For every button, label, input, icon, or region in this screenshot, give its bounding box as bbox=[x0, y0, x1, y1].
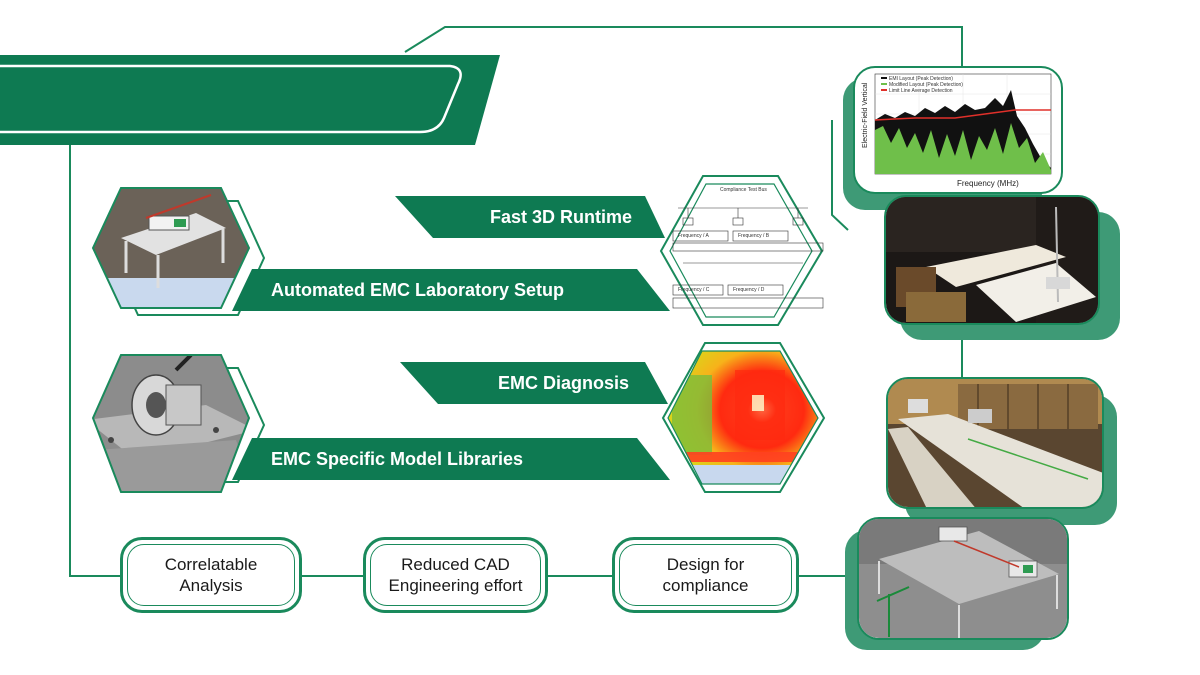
emc-laboratory-photo bbox=[888, 379, 1102, 507]
reduced-cad-effort-pill: Reduced CAD Engineering effort bbox=[363, 537, 548, 613]
lab-photo-card bbox=[886, 377, 1104, 509]
schematic-icon: Compliance Test Bus Frequency / A Freque… bbox=[659, 175, 824, 326]
header-banner bbox=[0, 55, 500, 145]
bench-3d-model bbox=[859, 519, 1067, 638]
schematic-box-2: Frequency / B bbox=[738, 233, 770, 239]
anechoic-chamber-photo bbox=[886, 197, 1098, 323]
correlatable-analysis-label: Correlatable Analysis bbox=[164, 555, 258, 595]
legend-limit: Limit Line Average Detection bbox=[889, 88, 953, 94]
motor-fixture-model-icon bbox=[91, 354, 266, 493]
automated-lab-setup-banner bbox=[232, 269, 670, 311]
automated-lab-setup-label: Automated EMC Laboratory Setup bbox=[271, 280, 565, 300]
schematic-box-1: Frequency / A bbox=[678, 233, 710, 239]
emc-diagnosis-label: EMC Diagnosis bbox=[498, 373, 630, 393]
bench-model-card bbox=[857, 517, 1069, 640]
chart-y-label: Electric-Field Vertical bbox=[862, 82, 869, 148]
chart-legend: EMI Layout (Peak Detection) Modified Lay… bbox=[881, 76, 963, 94]
emc-diagnosis-banner bbox=[400, 362, 668, 404]
schematic-box-4: Frequency / D bbox=[733, 287, 765, 293]
model-libraries-banner bbox=[232, 438, 670, 480]
limit-line bbox=[874, 109, 1051, 121]
chamber-photo-card bbox=[884, 195, 1100, 325]
emission-chart-card: EMI Layout (Peak Detection) Modified Lay… bbox=[853, 66, 1063, 194]
design-for-compliance-label: Design for compliance bbox=[662, 555, 749, 595]
lab-table-setup-icon bbox=[91, 187, 266, 316]
heatmap-icon bbox=[661, 342, 826, 493]
fast-3d-runtime-banner bbox=[395, 196, 665, 238]
chart-x-label: Frequency (MHz) bbox=[957, 179, 1019, 188]
schematic-box-3: Frequency / C bbox=[678, 287, 710, 293]
model-libraries-label: EMC Specific Model Libraries bbox=[271, 449, 524, 469]
reduced-cad-effort-label: Reduced CAD Engineering effort bbox=[388, 555, 523, 595]
schematic-title: Compliance Test Bus bbox=[720, 187, 767, 193]
modified-emission-series bbox=[875, 123, 1051, 174]
fast-3d-runtime-label: Fast 3D Runtime bbox=[490, 207, 633, 227]
design-for-compliance-pill: Design for compliance bbox=[612, 537, 799, 613]
legend-modified: Modified Layout (Peak Detection) bbox=[889, 82, 963, 88]
emission-chart: EMI Layout (Peak Detection) Modified Lay… bbox=[862, 73, 1052, 188]
legend-peak: EMI Layout (Peak Detection) bbox=[889, 76, 953, 82]
correlatable-analysis-pill: Correlatable Analysis bbox=[120, 537, 302, 613]
